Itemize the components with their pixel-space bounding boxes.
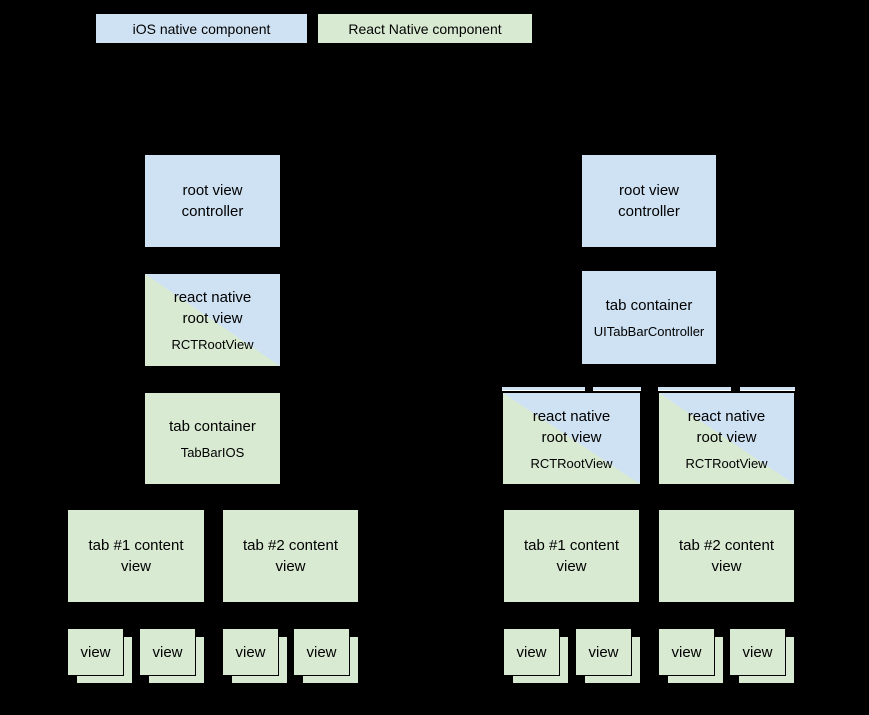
right-view-stack-4: view	[729, 628, 795, 685]
right-react-native-root-view-box-2: react native root view RCTRootView	[658, 392, 795, 485]
left-root-view-controller-box: root view controller	[144, 154, 281, 248]
legend-ios-native-label: iOS native component	[132, 20, 271, 37]
box-label: tab #2 content view	[242, 537, 339, 575]
right-root-view-controller-box: root view controller	[581, 154, 717, 248]
left-view-stack-4: view	[293, 628, 359, 685]
view-box: view	[139, 628, 196, 676]
left-tab1-content-view-box: tab #1 content view	[67, 509, 205, 603]
box-label: react native root view	[687, 407, 766, 446]
left-view-stack-2: view	[139, 628, 205, 685]
left-tab2-content-view-box: tab #2 content view	[222, 509, 359, 603]
box-label: tab #1 content view	[523, 537, 620, 575]
box-label: react native root view	[173, 289, 252, 328]
right-view-stack-2: view	[575, 628, 641, 685]
right-view-stack-3: view	[658, 628, 724, 685]
legend-ios-native-swatch: iOS native component	[96, 14, 307, 43]
view-label: view	[152, 643, 183, 661]
view-box: view	[658, 628, 715, 676]
legend-react-native-swatch: React Native component	[318, 14, 532, 43]
view-box: view	[67, 628, 124, 676]
right-tab1-content-view-box: tab #1 content view	[503, 509, 640, 603]
box-subtitle: UITabBarController	[593, 324, 705, 340]
view-label: view	[742, 643, 773, 661]
view-label: view	[588, 643, 619, 661]
view-label: view	[671, 643, 702, 661]
box-label: tab container	[605, 297, 693, 315]
view-box: view	[293, 628, 350, 676]
view-label: view	[306, 643, 337, 661]
box-label: root view controller	[181, 182, 244, 220]
box-subtitle: RCTRootView	[530, 455, 613, 471]
box-subtitle: RCTRootView	[171, 337, 254, 353]
react-root-view-top-edge	[658, 387, 795, 392]
connector-gap	[585, 387, 593, 392]
right-react-native-root-view-box-1: react native root view RCTRootView	[502, 392, 641, 485]
view-label: view	[235, 643, 266, 661]
left-tab-container-box: tab container TabBarIOS	[144, 392, 281, 485]
right-view-stack-1: view	[503, 628, 569, 685]
view-label: view	[80, 643, 111, 661]
box-label: react native root view	[532, 407, 611, 446]
box-subtitle: RCTRootView	[685, 455, 768, 471]
right-tab2-content-view-box: tab #2 content view	[658, 509, 795, 603]
react-root-view-top-edge	[502, 387, 641, 392]
legend-react-native-label: React Native component	[348, 20, 502, 37]
left-react-native-root-view-box: react native root view RCTRootView	[144, 273, 281, 367]
view-box: view	[729, 628, 786, 676]
view-box: view	[222, 628, 279, 676]
connector-gap	[731, 387, 740, 392]
box-subtitle: TabBarIOS	[180, 445, 245, 461]
left-view-stack-1: view	[67, 628, 133, 685]
view-box: view	[503, 628, 560, 676]
view-label: view	[516, 643, 547, 661]
box-label: tab #1 content view	[88, 537, 184, 575]
box-label: tab container	[169, 418, 256, 436]
left-view-stack-3: view	[222, 628, 288, 685]
box-label: tab #2 content view	[678, 537, 775, 575]
right-tab-container-box: tab container UITabBarController	[581, 270, 717, 365]
box-label: root view controller	[618, 182, 680, 220]
view-box: view	[575, 628, 632, 676]
